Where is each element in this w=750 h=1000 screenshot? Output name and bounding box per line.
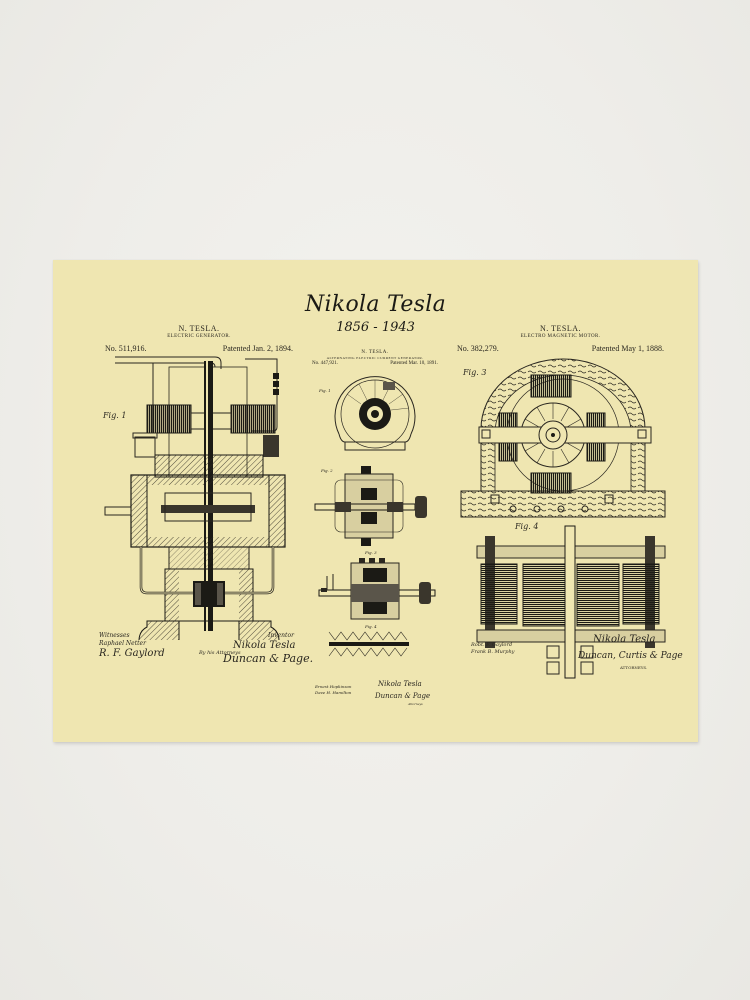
witness-signature: Ernest Hopkinson [315,684,352,689]
witness-signature: Raphael Netter [99,640,146,647]
attorney-signature: Duncan & Page. [223,652,314,665]
witnesses-label: Witnesses [99,632,130,639]
patent-subtitle: ELECTRO MAGNETIC MOTOR. [520,334,601,339]
figure-label: Fig. 1 [319,388,331,393]
inventor-label: Inventor [268,632,294,639]
motor-drawing-fig4: Fig. 4 [473,522,673,682]
attorney-signature: Duncan, Curtis & Page [578,651,683,661]
witness-signature: R. F. Gaylord [99,648,165,659]
figure-label: Fig. 1 [103,411,127,420]
patent-date: Patented Mar. 10, 1891. [390,361,438,366]
patent-header-right: N. TESLA. ELECTRO MAGNETIC MOTOR. No. 38… [457,324,664,354]
witness-signature: Robt. F. Gaylord [471,642,513,648]
motor-drawing-fig3: Fig. 3 [457,357,669,525]
patent-number: No. 447,921. [312,361,339,366]
patent-inventor: N. TESLA. [178,324,220,333]
patent-subtitle: ELECTRIC GENERATOR. [167,334,231,339]
patent-number: No. 511,916. [105,344,147,353]
patent-number: No. 382,279. [457,344,499,353]
poster-years: 1856 - 1943 [336,320,415,335]
witness-signature: Frank B. Murphy [471,649,515,655]
poster-print: Nikola Tesla 1856 - 1943 N. TESLA. ELECT… [53,260,698,742]
patent-inventor: N. TESLA. [361,350,389,355]
patent-subtitle: ALTERNATING ELECTRIC CURRENT GENERATOR. [326,356,424,360]
patent-date: Patented Jan. 2, 1894. [222,344,293,353]
attorneys-label: Attorneys [408,702,423,706]
figure-label: Fig. 4 [515,522,539,531]
inventor-signature: Nikola Tesla [233,640,296,651]
attorneys-label: ATTORNEYS. [620,665,648,670]
attorneys-label: By his Attorneys [199,650,241,656]
inventor-signature: Nikola Tesla [593,634,656,645]
figure-label: Fig. 3 [365,550,377,555]
patent-inventor: N. TESLA. [539,324,582,333]
figure-label: Fig. 3 [463,368,487,377]
patent-header-left: N. TESLA. ELECTRIC GENERATOR. No. 511,91… [105,324,293,354]
figure-label: Fig. 4 [365,624,377,629]
generator-drawing-fig1: Fig. 1 [95,355,307,640]
patent-header-middle: N. TESLA. ALTERNATING ELECTRIC CURRENT G… [312,350,438,368]
ac-generator-drawings: Fig. 1 Fig. 2 Fig. 3 Fig. 4 [311,370,439,660]
figure-label: Fig. 2 [321,468,333,473]
patent-date: Patented May 1, 1888. [591,344,664,353]
inventor-signature: Nikola Tesla [378,680,422,688]
witness-signature: Dave H. Hamilton [315,690,352,695]
attorney-signature: Duncan & Page [375,692,431,700]
poster-title: Nikola Tesla [304,292,447,317]
